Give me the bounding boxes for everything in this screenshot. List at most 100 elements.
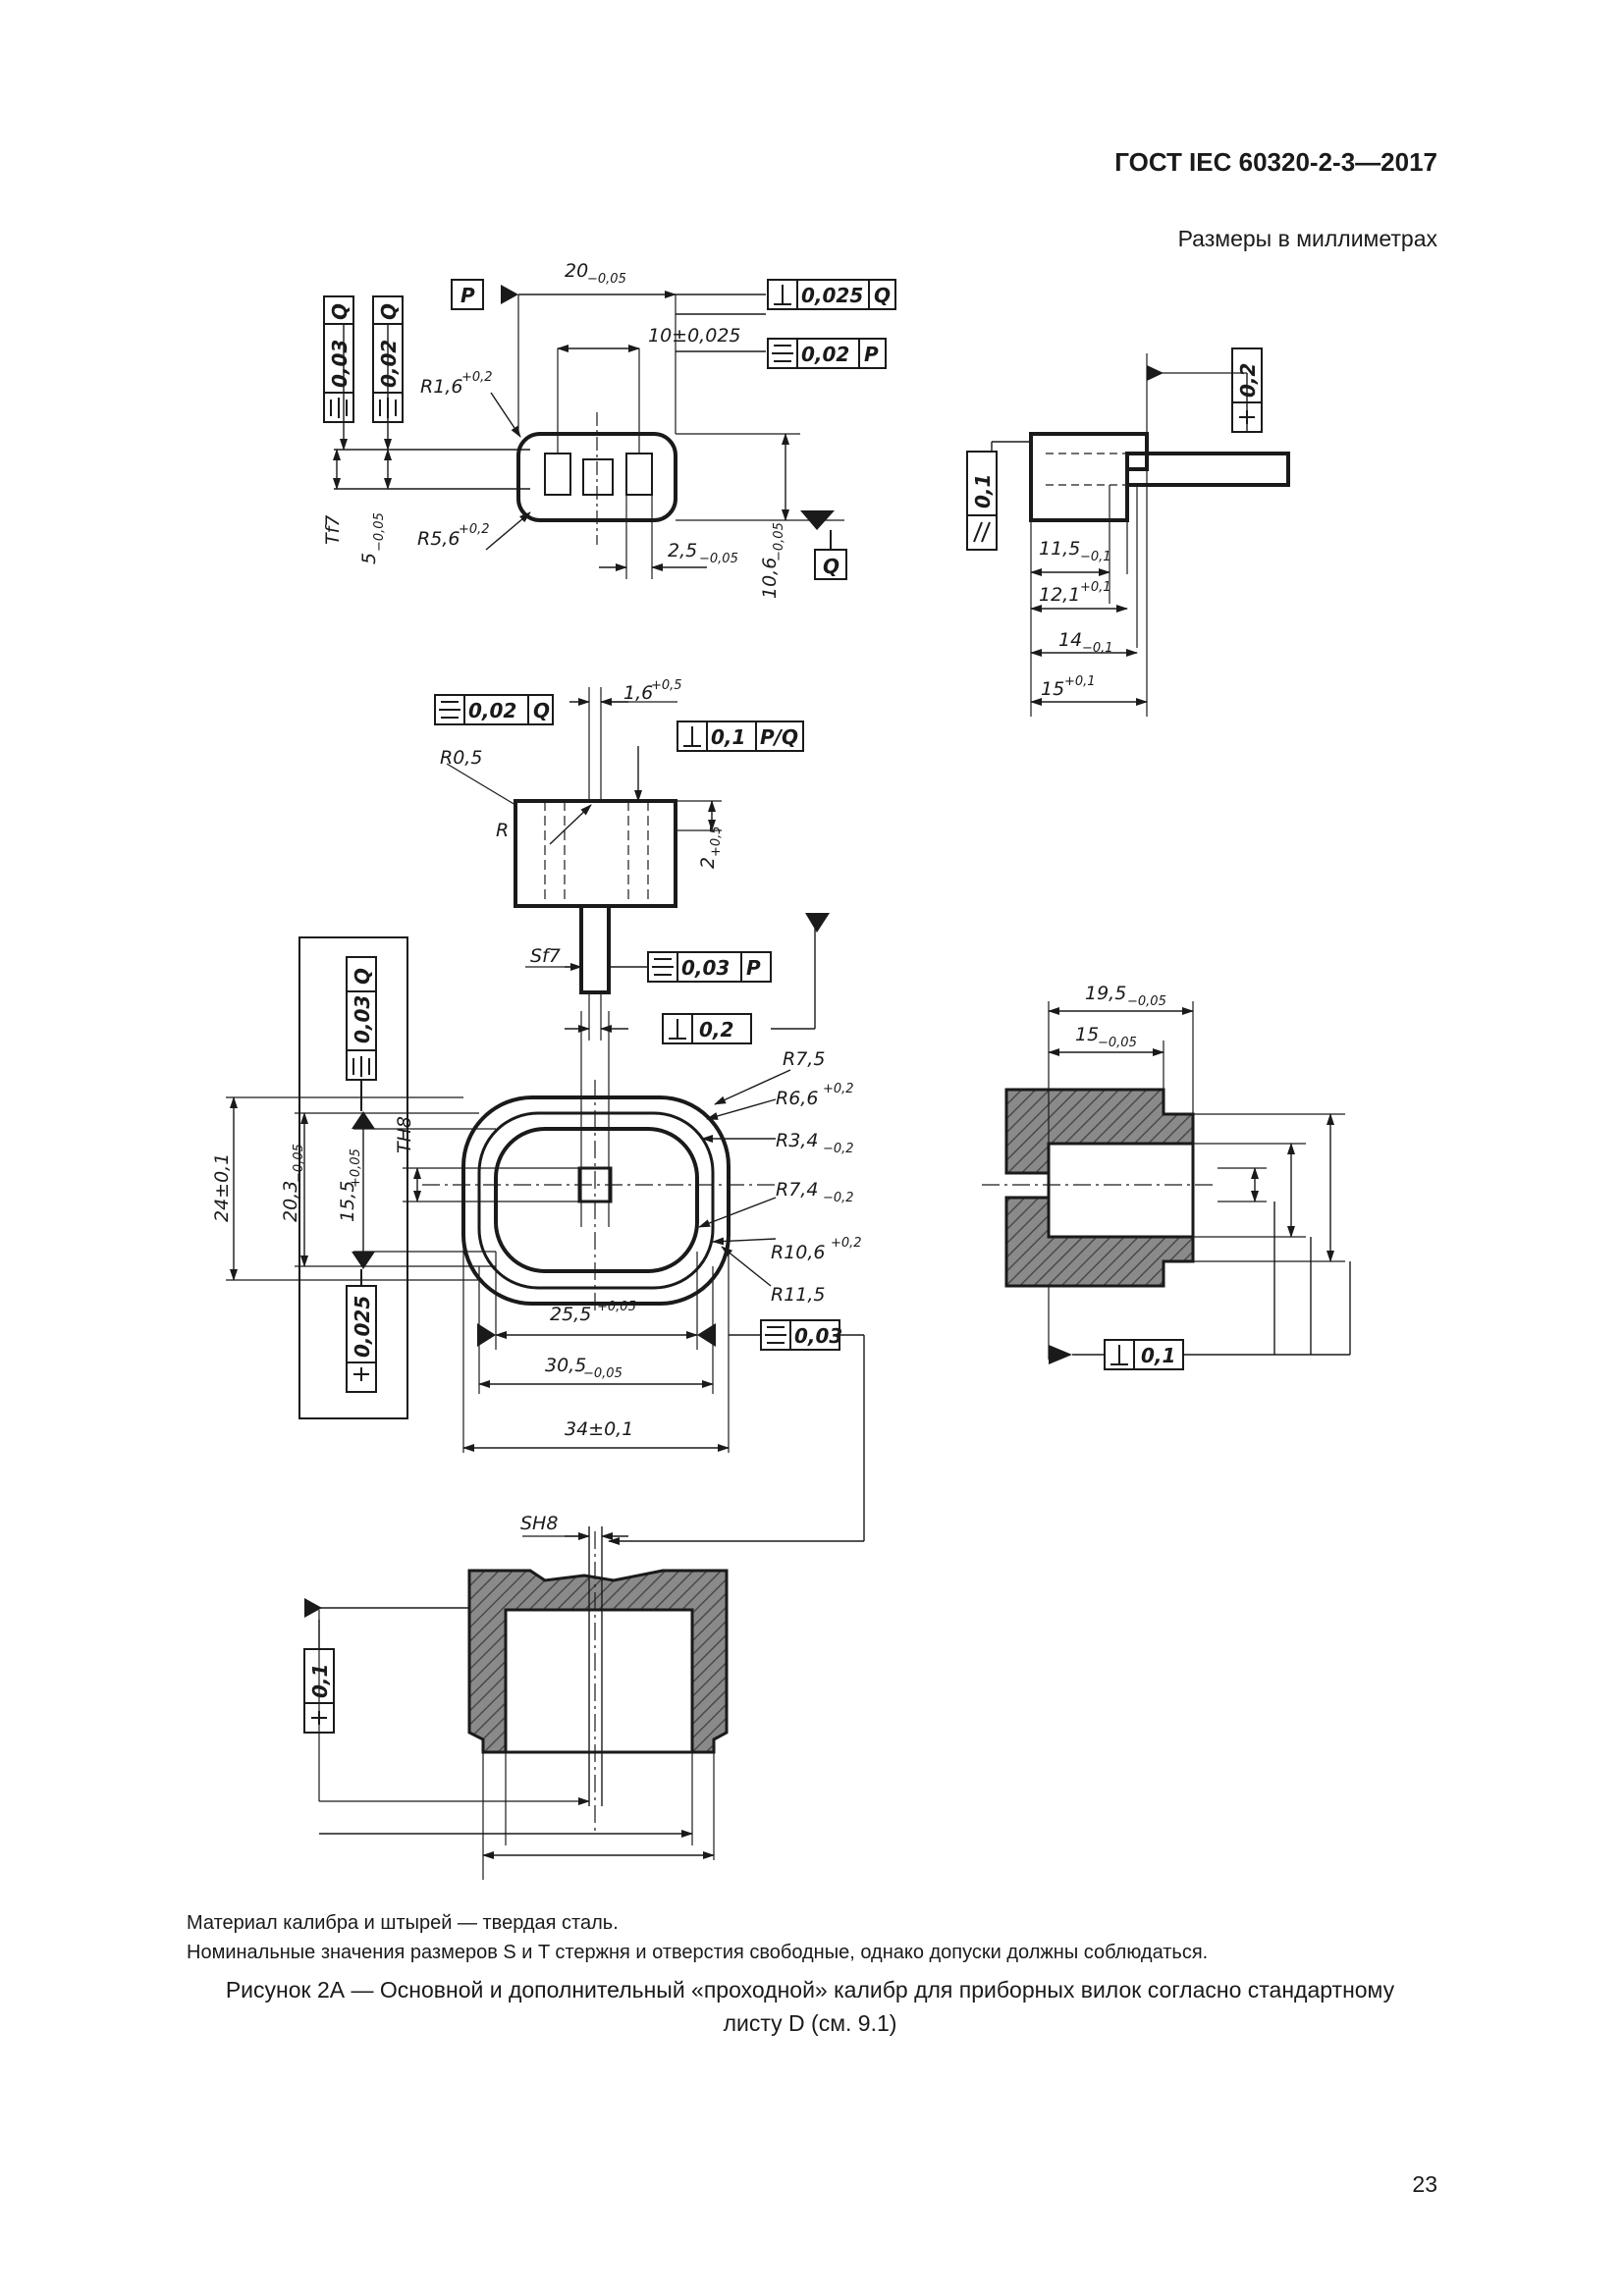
fc-sym-02-ref: P bbox=[864, 343, 879, 366]
r34-tol: −0,2 bbox=[823, 1142, 854, 1156]
dim-15-tol: +0,1 bbox=[1064, 674, 1096, 689]
r74-tol: −0,2 bbox=[823, 1191, 854, 1205]
fc-section-perp-value: 0,1 bbox=[1141, 1344, 1175, 1367]
r115-label: R11,5 bbox=[771, 1284, 826, 1306]
r106-label: R10,6 bbox=[771, 1242, 826, 1263]
r66-label: R6,6 bbox=[776, 1088, 818, 1109]
caption-line-1: Рисунок 2А — Основной и дополнительный «… bbox=[225, 1977, 1395, 2002]
fc-v1-value: 0,03 bbox=[328, 340, 352, 388]
dim-255: 25,5 bbox=[550, 1304, 591, 1325]
r16-tol: +0,2 bbox=[461, 370, 493, 385]
fc-perp-025-value: 0,025 bbox=[801, 284, 863, 307]
fc-mid-perp-ref: P/Q bbox=[760, 725, 798, 749]
dim-106-tol: −0,05 bbox=[772, 522, 786, 561]
note-material: Материал калибра и штырей — твердая стал… bbox=[187, 1912, 619, 1934]
r05-label: R0,5 bbox=[440, 747, 482, 769]
dim-14: 14 bbox=[1058, 629, 1082, 651]
dim-34: 34±0,1 bbox=[565, 1418, 633, 1440]
dim-15: 15 bbox=[1041, 678, 1064, 700]
dim-10: 10±0,025 bbox=[648, 325, 741, 347]
fc-main-sym-value: 0,03 bbox=[794, 1324, 842, 1348]
top-left-view bbox=[333, 291, 844, 579]
fc-pin-sym-value: 0,03 bbox=[681, 956, 730, 980]
pin-side bbox=[1125, 452, 1290, 487]
dim-121: 12,1 bbox=[1039, 584, 1080, 606]
pin-slot-right bbox=[625, 453, 653, 496]
dim-5: 5 bbox=[358, 553, 380, 564]
fc-mid-perp-frame bbox=[677, 721, 804, 752]
dim-305: 30,5 bbox=[545, 1355, 586, 1376]
dim-sec-195: 19,5 bbox=[1085, 983, 1126, 1004]
dim-mid-2-tol: +0,5 bbox=[709, 826, 724, 857]
fc-perp-025-ref: Q bbox=[874, 284, 891, 307]
dim-115: 11,5 bbox=[1039, 538, 1080, 560]
r66-tol: +0,2 bbox=[823, 1082, 854, 1096]
sf7-label: Sf7 bbox=[530, 945, 561, 967]
r34-label: R3,4 bbox=[776, 1130, 818, 1151]
dim-305-tol: −0,05 bbox=[583, 1366, 623, 1381]
r106-tol: +0,2 bbox=[831, 1236, 862, 1251]
fc-bottom-perp-frame bbox=[303, 1648, 335, 1734]
top-right-side-view bbox=[991, 353, 1290, 717]
gauge-mid-outline bbox=[477, 1111, 715, 1290]
fc-v2-value: 0,02 bbox=[377, 340, 401, 388]
dim-sec-195-tol: −0,05 bbox=[1127, 994, 1166, 1009]
fc-v1-ref: Q bbox=[328, 303, 352, 320]
dim-25-tol: −0,05 bbox=[699, 552, 738, 566]
dim-106: 10,6 bbox=[759, 558, 781, 599]
dim-sec-15-tol: −0,05 bbox=[1098, 1036, 1137, 1050]
pin bbox=[579, 904, 611, 994]
fc-pin-perp-frame bbox=[662, 1013, 752, 1044]
tf7: Tf7 bbox=[322, 515, 344, 545]
caption-line-2: листу D (см. 9.1) bbox=[723, 2010, 897, 2036]
dim-203: 20,3 bbox=[280, 1181, 301, 1222]
dim-115-tol: −0,1 bbox=[1080, 550, 1111, 564]
fc-mid-perp-value: 0,1 bbox=[711, 725, 745, 749]
dim-20: 20 bbox=[565, 260, 588, 282]
dim-24: 24±0,1 bbox=[211, 1153, 233, 1222]
main-gauge-view bbox=[226, 936, 865, 1545]
fc-main-top-ref: Q bbox=[351, 968, 374, 985]
fc-sym-02-value: 0,02 bbox=[801, 343, 849, 366]
fc-mid-sym-value: 0,02 bbox=[468, 699, 516, 722]
fc-main-top-value: 0,03 bbox=[351, 995, 374, 1043]
fc-tr-perp-frame bbox=[1231, 347, 1263, 433]
note-nominal-sizes: Номинальные значения размеров S и T стер… bbox=[187, 1942, 1209, 1963]
fc-mid-sym-frame bbox=[434, 694, 554, 725]
datum-q-label: Q bbox=[823, 555, 839, 578]
r-label: R bbox=[496, 820, 509, 841]
fc-tr-par-value: 0,1 bbox=[971, 474, 995, 508]
fc-perp-025-q bbox=[767, 279, 896, 310]
r16: R1,6 bbox=[420, 376, 462, 398]
r74-label: R7,4 bbox=[776, 1179, 818, 1201]
fc-pin-perp-value: 0,2 bbox=[699, 1018, 733, 1041]
dim-155: 15,5 bbox=[337, 1181, 358, 1222]
right-section-view bbox=[982, 1001, 1351, 1364]
fc-main-bottom-value: 0,025 bbox=[351, 1296, 374, 1358]
figure-caption: Рисунок 2А — Основной и дополнительный «… bbox=[128, 1973, 1492, 2040]
r56: R5,6 bbox=[417, 528, 460, 550]
r56-tol: +0,2 bbox=[459, 522, 490, 537]
dim-5-tol: −0,05 bbox=[372, 512, 387, 552]
units-note: Размеры в миллиметрах bbox=[1177, 226, 1437, 251]
datum-p-label: P bbox=[460, 284, 475, 307]
fc-tr-perp-value: 0,2 bbox=[1236, 363, 1260, 398]
th8-label: TH8 bbox=[394, 1116, 415, 1153]
fc-v2-frame bbox=[372, 295, 404, 423]
fc-bottom-perp-value: 0,1 bbox=[308, 1664, 332, 1698]
document-standard-header: ГОСТ IEC 60320-2-3—2017 bbox=[1114, 147, 1437, 177]
page-number: 23 bbox=[1412, 2171, 1437, 2197]
fc-v2-ref: Q bbox=[377, 303, 401, 320]
fc-tr-par-frame bbox=[966, 451, 998, 551]
bottom-section-view bbox=[304, 1526, 729, 1880]
pin-slot-left bbox=[544, 453, 571, 496]
dim-121-tol: +0,1 bbox=[1080, 580, 1111, 595]
fc-section-perp-frame bbox=[1104, 1339, 1184, 1370]
sh8-label: SH8 bbox=[520, 1513, 558, 1534]
fc-main-sym-frame bbox=[760, 1319, 840, 1351]
fc-v1-frame bbox=[323, 295, 354, 423]
dim-14-tol: −0,1 bbox=[1082, 641, 1113, 656]
dim-mid-2: 2 bbox=[697, 857, 719, 869]
r75-label: R7,5 bbox=[783, 1048, 825, 1070]
fc-sym-02-p bbox=[767, 338, 887, 369]
